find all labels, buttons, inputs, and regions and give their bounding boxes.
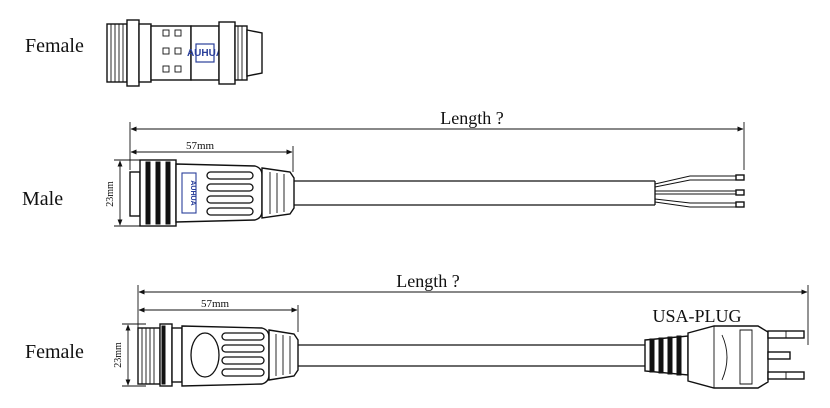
diameter-dimension-female (122, 323, 146, 387)
length-label-female: Length ? (396, 271, 459, 291)
female-connector-top: AUHUA (106, 19, 263, 87)
usa-plug-label: USA-PLUG (652, 306, 741, 326)
logo-icon (181, 172, 197, 214)
female-cable (298, 344, 645, 367)
diameter-label-male: 23mm (105, 181, 116, 207)
connector-length-dimension-male (130, 146, 294, 172)
diameter-dimension-male (114, 159, 140, 227)
connector-length-dimension-female (138, 305, 299, 332)
male-cable (294, 174, 745, 208)
logo-text-top: AUHUA (187, 48, 223, 59)
logo-text-male: AUHUA (189, 180, 196, 205)
female-connector-bottom (137, 323, 299, 387)
diameter-label-female: 23mm (113, 342, 124, 368)
male-connector: AUHUA (129, 159, 295, 227)
length-label-male: Length ? (440, 108, 503, 128)
connector-length-label-female: 57mm (201, 298, 230, 310)
length-dimension-female (137, 285, 809, 345)
connector-length-label-male: 57mm (186, 140, 215, 152)
length-dimension-male (129, 122, 745, 170)
usa-plug (644, 325, 805, 389)
female-top-label: Female (25, 35, 84, 57)
male-label: Male (22, 188, 63, 210)
female-bottom-label: Female (25, 341, 84, 363)
logo-icon (195, 43, 215, 63)
